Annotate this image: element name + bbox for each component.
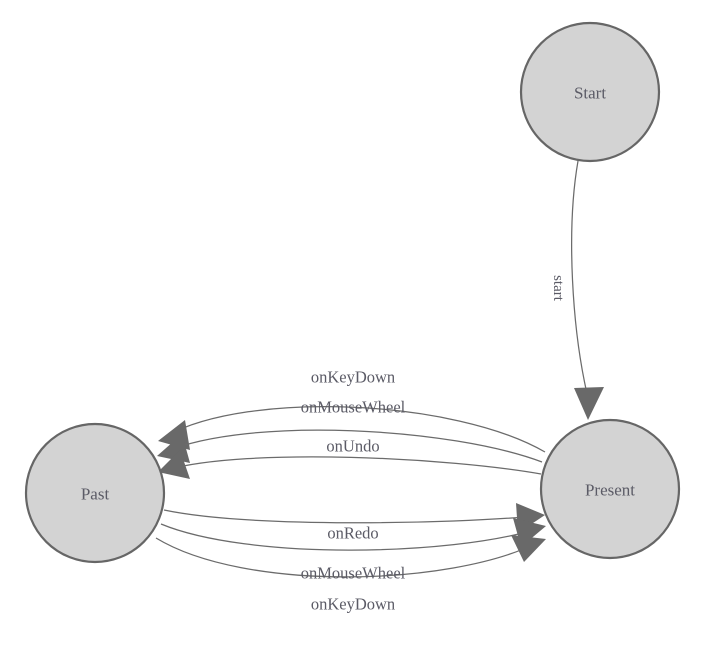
edge-label-e-onmousewheel-undo: onMouseWheel [301, 398, 406, 417]
edge-path-e-start [571, 160, 589, 399]
edge-label-e-start: start [550, 275, 566, 302]
edge-label-e-onkeydown-undo: onKeyDown [311, 368, 395, 387]
node-present[interactable]: Present [539, 418, 681, 560]
edge-path-e-onkeydown-redo [155, 537, 538, 578]
node-label-past: Past [81, 485, 110, 504]
node-circle-start [519, 21, 661, 163]
edge-e-onkeydown-redo[interactable] [155, 535, 546, 578]
arrowhead-icon [511, 535, 546, 562]
edge-path-e-onmousewheel-undo [164, 429, 543, 463]
edges-layer [155, 160, 604, 578]
edge-path-e-onmousewheel-redo [160, 523, 538, 551]
edge-e-start[interactable] [571, 160, 604, 420]
edge-path-e-onkeydown-undo [165, 405, 546, 453]
node-circle-present [539, 418, 681, 560]
node-past[interactable]: Past [24, 422, 166, 564]
node-label-start: Start [574, 84, 606, 103]
arrowhead-icon [158, 450, 190, 479]
node-start[interactable]: Start [519, 21, 661, 163]
edge-labels-layer: start onKeyDown onMouseWheel onUndo onRedo on… [301, 275, 566, 613]
node-circle-past [24, 422, 166, 564]
edge-e-onundo[interactable] [158, 450, 542, 479]
edge-path-e-onredo [163, 509, 537, 524]
edge-label-e-onredo: onRedo [327, 524, 378, 543]
arrowhead-icon [574, 387, 604, 420]
edge-label-e-onundo: onUndo [326, 437, 379, 456]
node-label-present: Present [585, 481, 635, 500]
edge-label-e-onmousewheel-redo: onMouseWheel [301, 564, 406, 583]
edge-label-e-onkeydown-redo: onKeyDown [311, 595, 395, 614]
edge-path-e-onundo [165, 456, 542, 475]
